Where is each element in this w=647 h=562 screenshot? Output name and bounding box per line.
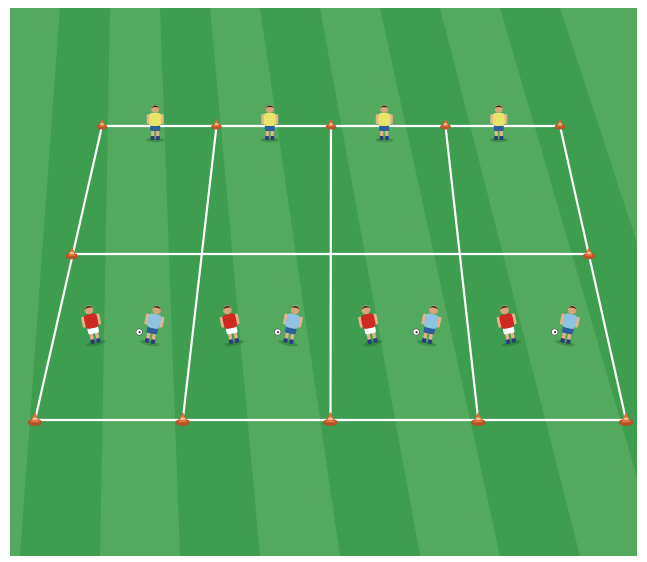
soccer-ball-icon — [413, 329, 419, 335]
grass-stripes — [0, 8, 647, 556]
soccer-ball-icon — [552, 329, 558, 335]
column-divider-line — [331, 126, 332, 420]
soccer-ball-icon — [275, 329, 281, 335]
soccer-ball-icon — [136, 329, 142, 335]
